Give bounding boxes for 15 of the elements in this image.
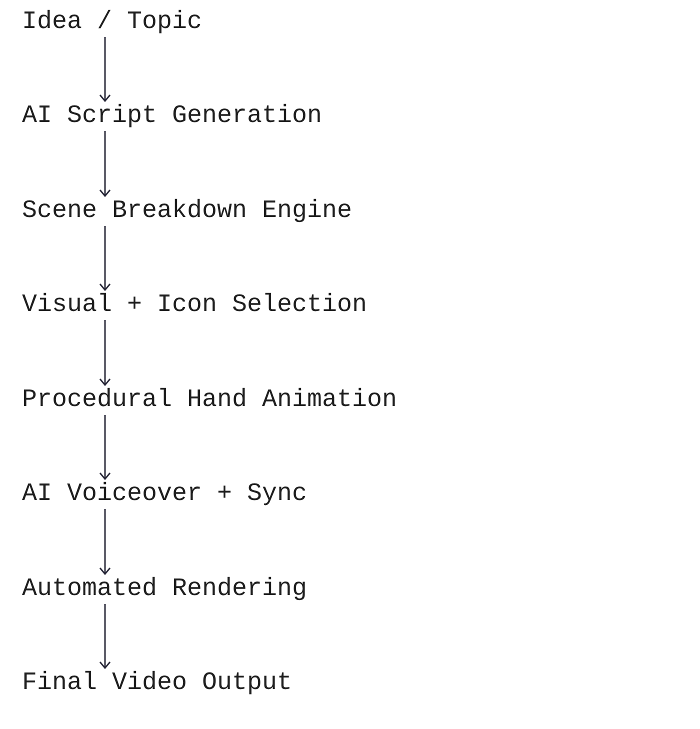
arrow bbox=[99, 604, 111, 669]
step-label: Final Video Output bbox=[22, 668, 292, 698]
arrow bbox=[99, 415, 111, 480]
step-label: Procedural Hand Animation bbox=[22, 385, 398, 415]
step-label: Visual + Icon Selection bbox=[22, 290, 368, 320]
step-label: Scene Breakdown Engine bbox=[22, 196, 352, 226]
arrow bbox=[99, 37, 111, 102]
step-label: AI Script Generation bbox=[22, 101, 322, 131]
arrow bbox=[99, 131, 111, 197]
arrow bbox=[99, 226, 111, 291]
arrow bbox=[99, 320, 111, 386]
step-label: Idea / Topic bbox=[22, 7, 202, 37]
step-label: Automated Rendering bbox=[22, 574, 308, 604]
arrow bbox=[99, 509, 111, 575]
step-label: AI Voiceover + Sync bbox=[22, 479, 308, 509]
